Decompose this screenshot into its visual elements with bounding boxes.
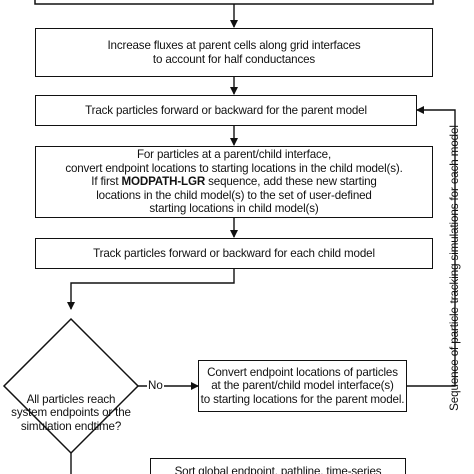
no-branch-label: No [147, 379, 164, 393]
step-increase-fluxes: Increase fluxes at parent cells along gr… [35, 28, 433, 77]
step-track-child: Track particles forward or backward for … [35, 238, 433, 269]
loop-sequence-label: Sequence of particle-tracking simulation… [448, 125, 461, 411]
step-text-line: For particles at a parent/child interfac… [136, 148, 332, 162]
decision-text-line: system endpoints or the [11, 406, 131, 420]
decision-text-line: simulation endtime? [20, 419, 122, 433]
step-text-line: Track particles forward or backward for … [93, 246, 375, 260]
step-text-line: Sort global endpoint, pathline, time-ser… [174, 465, 382, 474]
step-text-line: Convert endpoint locations of particles [207, 365, 398, 379]
step-text-line: convert endpoint locations to starting l… [65, 161, 403, 175]
step-text-line: locations in the child model(s) to the s… [96, 188, 372, 202]
arrow-track-child-to-decision [67, 269, 235, 310]
top-step-box [34, 0, 434, 5]
step-text-line: Track particles forward or backward for … [85, 103, 367, 117]
step-text-line: at the parent/child model interface(s) [211, 379, 394, 393]
step-convert-to-parent: Convert endpoint locations of particles … [198, 360, 407, 412]
step-convert-to-child: For particles at a parent/child interfac… [35, 146, 433, 218]
loop-back-connector [407, 106, 456, 387]
step-text-line: to starting locations for the parent mod… [200, 392, 405, 406]
decision-question: All particles reach system endpoints or … [0, 393, 142, 433]
step-sort-global: Sort global endpoint, pathline, time-ser… [150, 458, 406, 474]
step-text-line: If first MODPATH-LGR sequence, add these… [91, 175, 377, 189]
step-text-line: starting locations in child model(s) [149, 202, 319, 216]
decision-text-line: All particles reach [26, 393, 116, 406]
step-text-line: Increase fluxes at parent cells along gr… [107, 39, 361, 53]
step-text-line: to account for half conductances [152, 52, 316, 66]
step-track-parent: Track particles forward or backward for … [35, 95, 417, 126]
